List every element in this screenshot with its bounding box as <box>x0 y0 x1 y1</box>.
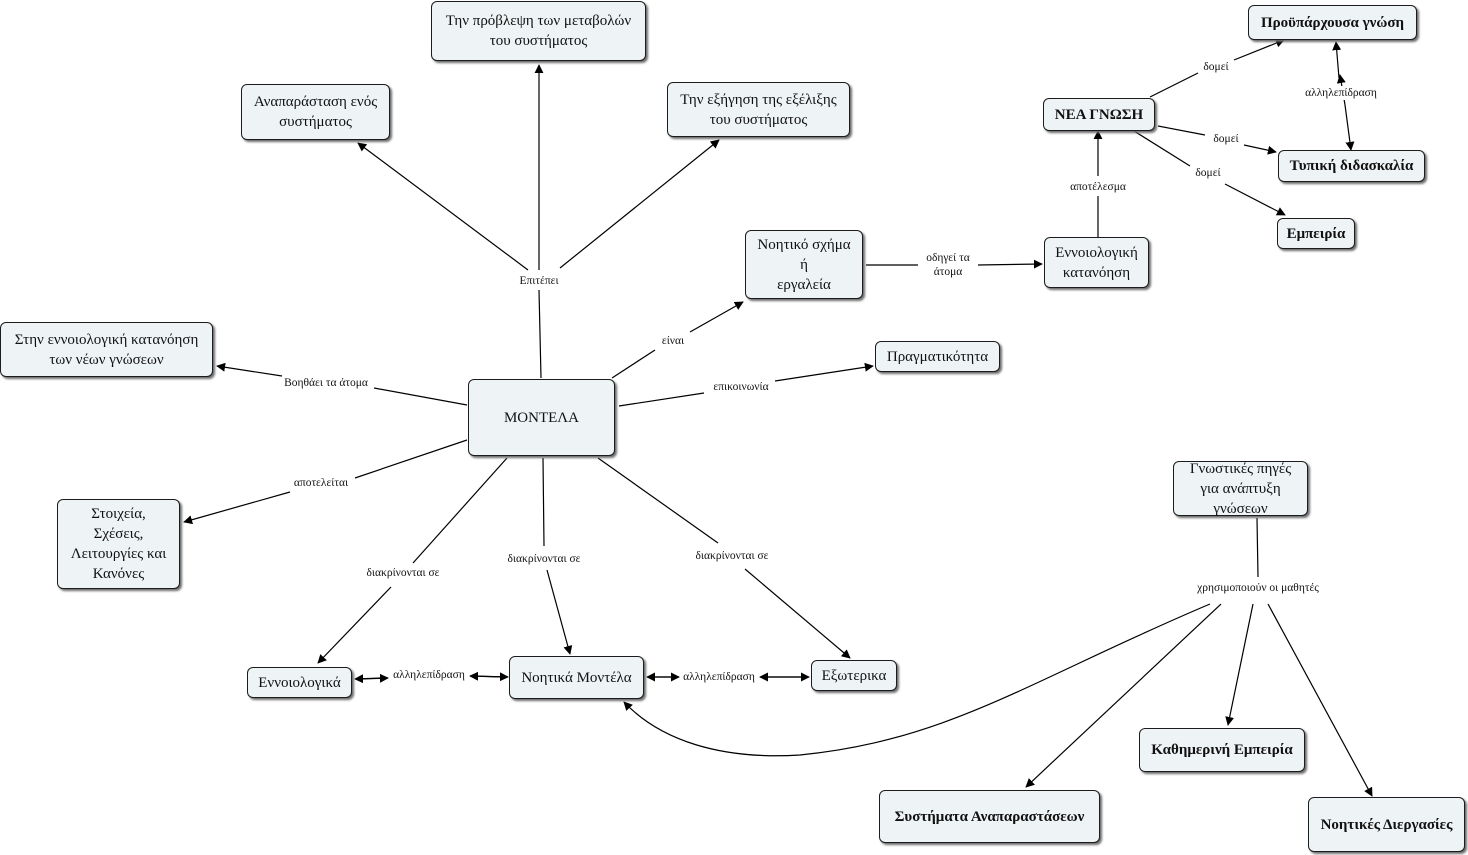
concept-ennoiologika[interactable]: Εννοιολογικά <box>247 667 352 698</box>
link-allilepidrasi-right: αλληλεπίδραση <box>681 670 757 684</box>
concept-typiki[interactable]: Τυπική διδασκαλία <box>1278 150 1425 182</box>
concept-noitiko-schima[interactable]: Νοητικό σχήμα ή εργαλεία <box>745 230 863 299</box>
concept-provlepsi[interactable]: Την πρόβλεψη των μεταβολών του συστήματο… <box>431 1 646 61</box>
link-domei-3: δομεί <box>1193 166 1223 180</box>
link-einai: είναι <box>659 334 687 348</box>
link-domei-1: δομεί <box>1201 60 1231 74</box>
concept-stin-ennoiologiki[interactable]: Στην εννοιολογική κατανόηση των νέων γνώ… <box>0 322 213 377</box>
concept-anaparastasi[interactable]: Αναπαράσταση ενός συστήματος <box>241 84 390 140</box>
link-odigei: οδηγεί τα άτομα <box>924 251 972 279</box>
concept-empeiria[interactable]: Εμπειρία <box>1277 218 1355 249</box>
concept-gnostikes-piges[interactable]: Γνωστικές πηγές για ανάπτυξη γνώσεων <box>1173 461 1308 517</box>
link-epitrepei: Επιτέπει <box>517 274 561 288</box>
concept-proyparxousa[interactable]: Προϋπάρχουσα γνώση <box>1248 5 1417 40</box>
link-domei-2: δομεί <box>1211 132 1241 146</box>
concept-nea-gnosi[interactable]: ΝΕΑ ΓΝΩΣΗ <box>1043 98 1155 131</box>
concept-noitikes-diergasies[interactable]: Νοητικές Διεργασίες <box>1308 797 1465 852</box>
concept-systimata[interactable]: Συστήματα Αναπαραστάσεων <box>879 790 1100 843</box>
link-apotelesma: αποτέλεσμα <box>1068 180 1128 194</box>
concept-stoixeia[interactable]: Στοιχεία, Σχέσεις, Λειτουργίες και Κανόν… <box>57 499 180 589</box>
concept-ennoiologiki-katanoisi[interactable]: Εννοιολογική κατανόηση <box>1044 237 1149 288</box>
link-epikoinonia: επικοινωνία <box>711 380 771 394</box>
concept-montela[interactable]: ΜΟΝΤΕΛΑ <box>468 379 615 456</box>
link-diakrinontai-3: διακρίνονται σε <box>693 549 771 563</box>
link-diakrinontai-1: διακρίνονται σε <box>364 566 442 580</box>
concept-pragmatikotita[interactable]: Πραγματικότητα <box>875 341 1000 372</box>
concept-kathimerini[interactable]: Καθημερινή Εμπειρία <box>1139 728 1305 772</box>
concept-noitika-montela[interactable]: Νοητικά Μοντέλα <box>509 656 644 699</box>
link-diakrinontai-2: διακρίνονται σε <box>505 552 583 566</box>
link-voithaei: Βοηθάει τα άτομα <box>282 376 370 390</box>
link-apoteleitai: αποτελείται <box>291 476 351 490</box>
link-chrisimopoioun: χρησιμοποιούν οι μαθητές <box>1195 581 1321 595</box>
concept-exoterika[interactable]: Εξωτερικα <box>811 660 897 691</box>
link-allilepidrasi-top: αλληλεπίδραση <box>1303 86 1379 100</box>
concept-exigisi[interactable]: Την εξήγηση της εξέλιξης του συστήματος <box>667 82 850 137</box>
link-allilepidrasi-left: αλληλεπίδραση <box>391 668 467 682</box>
